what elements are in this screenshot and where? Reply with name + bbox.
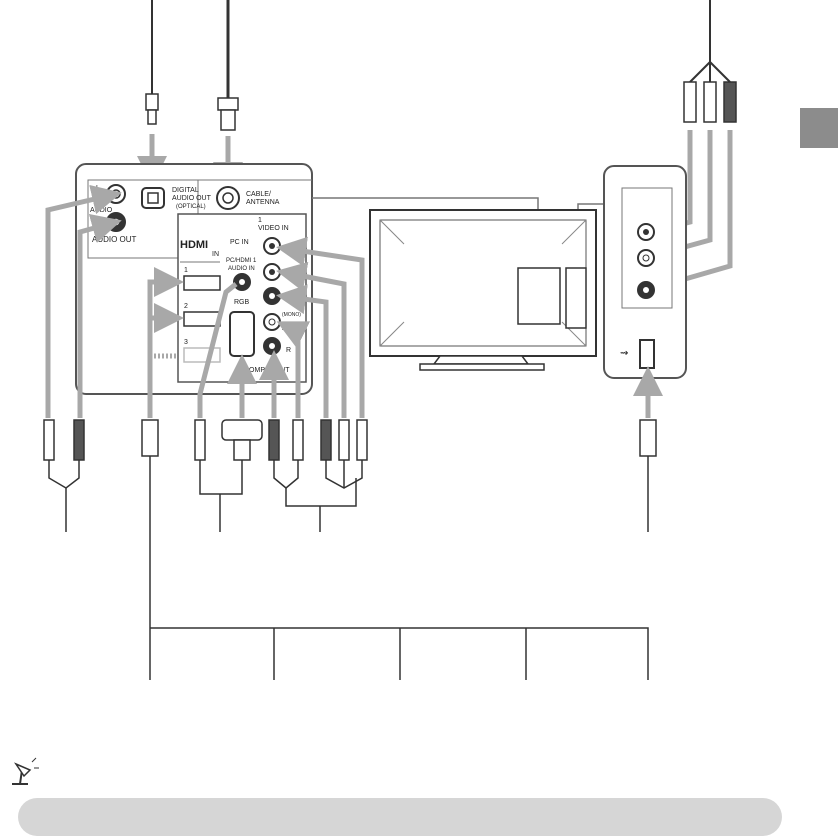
svg-text:2: 2 xyxy=(184,303,188,310)
digital-audio-out-label-2: AUDIO OUT xyxy=(172,195,212,202)
audio-label: AUDIO xyxy=(90,207,113,214)
cable-antenna-label-1: CABLE/ xyxy=(246,191,271,198)
digital-audio-out-label-1: DIGITAL xyxy=(172,187,199,194)
pc-hdmi-audio-label-1: PC/HDMI 1 xyxy=(226,258,257,264)
tip-bar xyxy=(18,798,782,836)
svg-text:3: 3 xyxy=(184,339,188,346)
side-panel: ⇝ xyxy=(603,165,687,379)
rgb-label: RGB xyxy=(234,299,250,306)
usb-cable xyxy=(633,366,663,532)
section-tab xyxy=(800,108,838,148)
video-in-label-1: 1 xyxy=(258,217,262,224)
optical-cable xyxy=(137,0,167,186)
usb-port xyxy=(639,339,655,369)
digital-audio-out-label-3: (OPTICAL) xyxy=(176,204,206,210)
hdmi-cable xyxy=(141,267,649,680)
mono-label: (MONO) xyxy=(282,312,301,318)
pc-cable xyxy=(194,282,263,532)
audio-l-mark: L xyxy=(96,185,100,192)
hdmi-port-2: 2 xyxy=(183,303,221,327)
vga-port xyxy=(229,311,255,357)
hdmi-in-label: IN xyxy=(212,251,219,258)
hdmi-logo: HDMI xyxy=(180,239,208,251)
component-cable xyxy=(259,236,368,532)
tv-illustration xyxy=(369,209,597,371)
cable-antenna-label-2: ANTENNA xyxy=(246,199,280,206)
component-in-label-2: IN xyxy=(264,375,271,382)
antenna-cable xyxy=(213,0,243,192)
usb-symbol-icon: ⇝ xyxy=(620,348,628,359)
tv-side-terminal xyxy=(565,267,587,329)
svg-text:1: 1 xyxy=(184,267,188,274)
hdmi-port-1: 1 xyxy=(183,267,221,291)
video-in-label-2: VIDEO IN xyxy=(258,225,289,232)
rear-panel: L AUDIO AUDIO OUT DIGITAL AUDIO OUT (OPT… xyxy=(75,163,313,395)
pc-hdmi-audio-label-2: AUDIO IN xyxy=(228,266,255,272)
audio-out-cable xyxy=(43,184,122,532)
component-in-label-1: COMPONENT xyxy=(244,367,290,374)
lamp-tip-icon xyxy=(12,757,39,785)
component-r-label: R xyxy=(286,347,291,354)
tv-rear-terminal xyxy=(517,267,561,325)
pc-in-label: PC IN xyxy=(230,239,249,246)
audio-out-label: AUDIO OUT xyxy=(92,235,137,244)
